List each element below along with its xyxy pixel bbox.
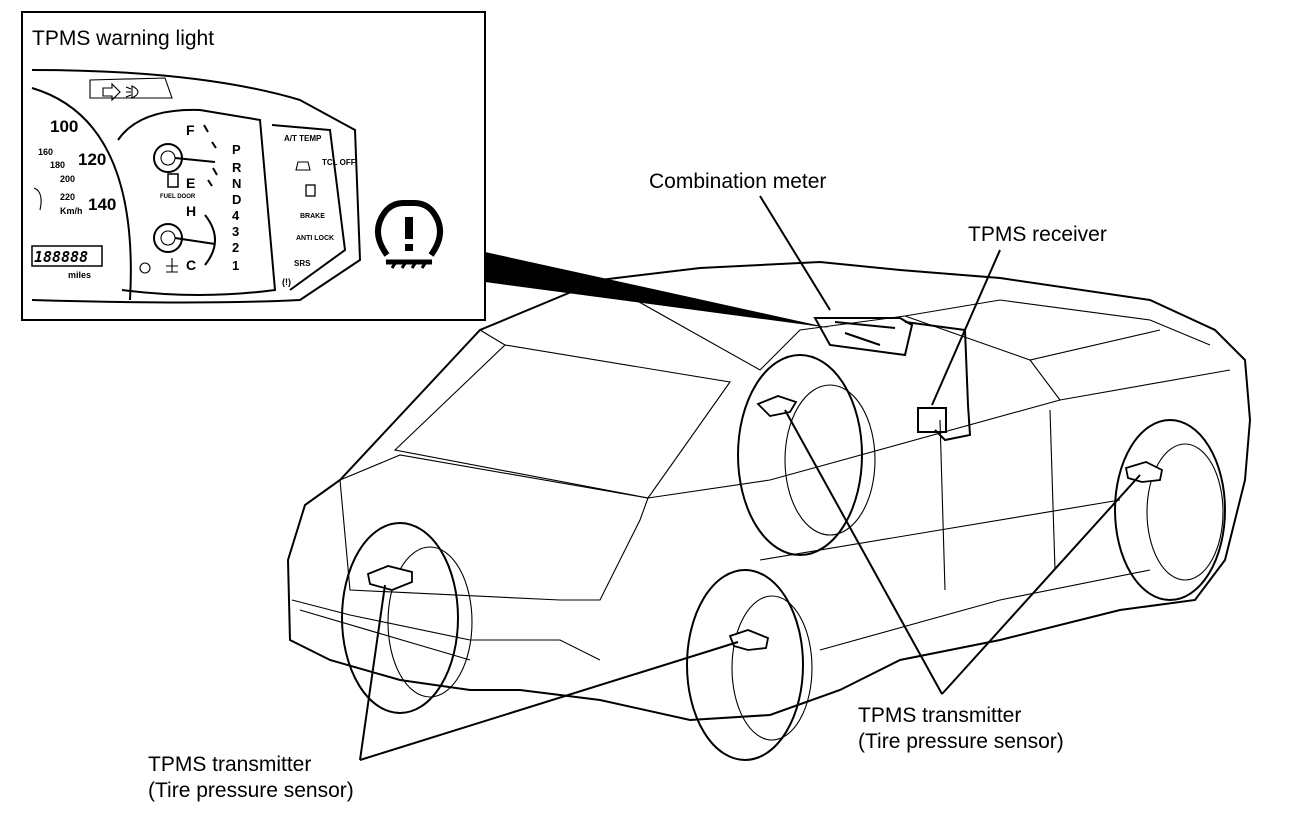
gear-2: 2 <box>232 240 239 255</box>
odometer-unit: miles <box>68 270 91 280</box>
tpms-symbol-tire <box>375 200 443 257</box>
callout-labels: Combination meter TPMS receiver TPMS tra… <box>148 170 1141 802</box>
indicator-brake: BRAKE <box>300 213 325 220</box>
label-transmitter-right-2: (Tire pressure sensor) <box>858 730 1064 753</box>
wheel-front-left <box>686 569 804 761</box>
fuel-gauge-ticks <box>203 124 218 187</box>
fuel-gauge-needle <box>174 157 216 163</box>
leader-transmitter-left-b <box>359 641 739 761</box>
speedometer-arc <box>31 87 132 301</box>
speed-tick-160: 160 <box>38 147 53 157</box>
wheel-front-left-rim <box>731 595 813 741</box>
warning-light-inset: TPMS warning light 100 120 140 160 180 2… <box>21 11 486 321</box>
speed-tick-120: 120 <box>78 150 106 169</box>
fuel-empty-label: E <box>186 175 195 191</box>
transmitter-front-right <box>1124 461 1164 483</box>
temp-gauge-needle <box>174 237 216 245</box>
tpms-warning-symbol <box>375 200 443 269</box>
label-transmitter-left-1: TPMS transmitter <box>148 753 311 776</box>
temp-gauge-arc <box>204 214 216 266</box>
indicator-srs: SRS <box>294 259 311 268</box>
speed-tick-180: 180 <box>50 160 65 170</box>
combination-meter-unit <box>813 317 914 357</box>
label-transmitter-left-2: (Tire pressure sensor) <box>148 779 354 802</box>
indicator-tcl-off: TCL OFF <box>322 158 356 167</box>
gear-3: 3 <box>232 224 239 239</box>
wheel-rear-left-rim <box>387 546 473 698</box>
odometer-value: 188888 <box>34 248 88 266</box>
speed-tick-140: 140 <box>88 195 116 214</box>
wheel-rear-right-rim <box>784 384 876 536</box>
wheel-rear-left <box>341 522 459 714</box>
traction-icon <box>295 161 311 171</box>
gear-1: 1 <box>232 258 239 273</box>
wheel-front-right <box>1114 419 1226 601</box>
car-door-lines <box>759 409 1121 591</box>
fuel-pump-icon <box>167 173 179 188</box>
odometer-display <box>31 245 103 267</box>
inset-title: TPMS warning light <box>32 27 214 50</box>
leader-combination-meter <box>759 195 831 311</box>
fuel-full-label: F <box>186 122 195 138</box>
gear-indicator: P R N D 4 3 2 1 <box>232 142 242 273</box>
speed-unit: Km/h <box>60 206 83 216</box>
gear-d: D <box>232 192 241 207</box>
car-rear-bumper <box>291 599 601 661</box>
leader-transmitter-left-a <box>359 584 386 761</box>
tpms-symbol-dot <box>405 244 413 251</box>
transmitter-rear-left <box>366 565 413 591</box>
fog-light-icon <box>125 85 139 99</box>
label-tpms-receiver: TPMS receiver <box>968 223 1107 246</box>
transmitter-rear-right <box>756 395 798 417</box>
cluster-outline <box>31 69 362 304</box>
gear-n: N <box>232 176 241 191</box>
transmitter-front-left <box>728 629 770 651</box>
indicator-panel <box>271 124 347 291</box>
indicator-at-temp: A/T TEMP <box>284 134 322 143</box>
temp-cold-label: C <box>186 257 196 273</box>
inset-frame <box>21 11 486 321</box>
gear-p: P <box>232 142 241 157</box>
cluster-top-pod <box>89 77 173 99</box>
tpms-symbol-exclamation <box>405 217 413 239</box>
car-body-outline <box>286 260 1252 722</box>
temp-gauge-hub <box>153 223 183 253</box>
center-gauge-bezel <box>117 108 277 296</box>
label-combination-meter: Combination meter <box>649 170 826 193</box>
car-beltline <box>647 369 1231 499</box>
turn-signal-icon <box>102 82 121 102</box>
fuel-door-label: FUEL DOOR <box>160 194 196 200</box>
indicator-anti-lock: ANTI LOCK <box>296 235 334 242</box>
temp-hot-label: H <box>186 203 196 219</box>
gear-4: 4 <box>232 208 240 223</box>
wheel-front-right-rim <box>1146 443 1224 581</box>
tpms-symbol-tread <box>390 261 428 269</box>
speedometer-needle-hub <box>33 187 42 211</box>
leader-transmitter-right-a <box>784 409 943 695</box>
car-windshield <box>904 315 1161 401</box>
wheel-rear-right <box>737 354 863 556</box>
tpms-receiver-box <box>917 407 947 433</box>
coolant-icon <box>166 258 178 273</box>
tpms-receiver-harness <box>904 321 972 442</box>
indicator-o <box>139 262 151 274</box>
gear-r: R <box>232 160 242 175</box>
car-illustration <box>286 260 1252 761</box>
car-rear-window <box>393 344 731 499</box>
fuel-warning-icon <box>305 184 316 197</box>
leader-tpms-receiver <box>931 249 1001 406</box>
speed-tick-220: 220 <box>60 192 75 202</box>
car-rocker <box>299 569 1151 661</box>
leader-transmitter-right-b <box>941 474 1141 695</box>
speed-tick-100: 100 <box>50 117 78 136</box>
label-transmitter-right-1: TPMS transmitter <box>858 704 1021 727</box>
callout-wedge <box>485 252 830 328</box>
speed-tick-200: 200 <box>60 174 75 184</box>
indicator-tpms-small: (!) <box>282 277 291 287</box>
